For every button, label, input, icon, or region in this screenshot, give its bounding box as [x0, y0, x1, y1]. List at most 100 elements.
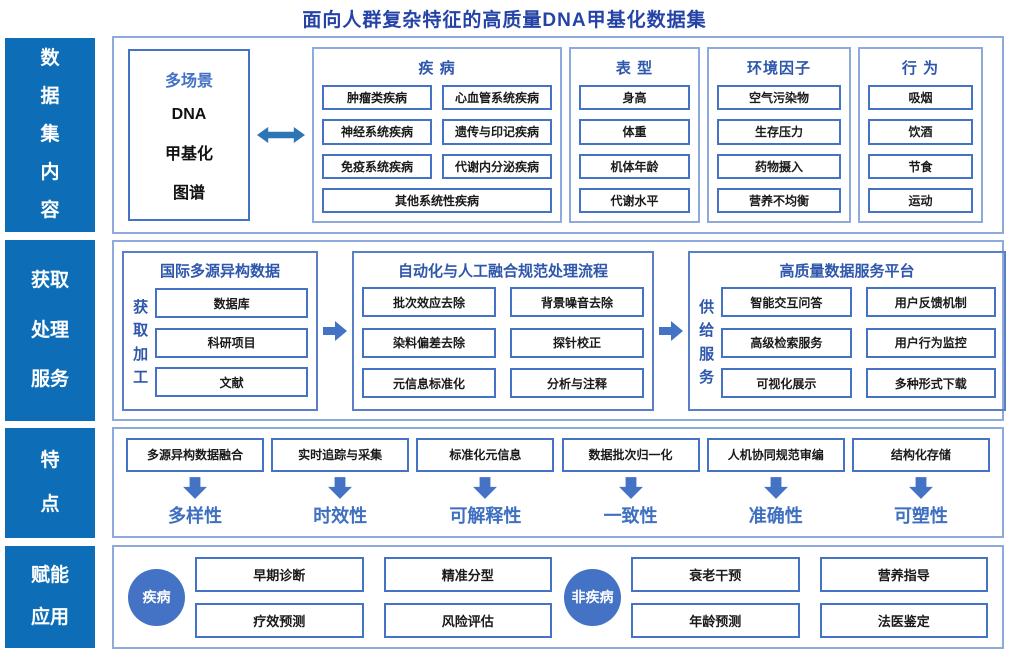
diagram-item: 年龄预测: [631, 602, 800, 638]
down-arrow-icon: [472, 476, 498, 499]
platform-items: 智能交互问答 用户反馈机制 高级检索服务 用户行为监控 可视化展示 多种形式下载: [721, 285, 996, 401]
feature-source: 实时追踪与采集: [271, 437, 410, 472]
diagram-item: 营养指导: [819, 556, 988, 592]
diagram-item: 代谢内分泌疾病: [442, 153, 552, 179]
diagram-item: 免疫系统疾病: [322, 153, 432, 179]
right-arrow-icon: [659, 319, 683, 343]
feature-label: 可塑性: [893, 505, 948, 526]
diagram-item: 其他系统性疾病: [322, 187, 552, 213]
subpanel-service-platform: 高质量数据服务平台 供给服务 智能交互问答 用户反馈机制 高级检索服务 用户行为…: [688, 250, 1006, 411]
diagram-item: 空气污染物: [717, 85, 841, 111]
feature-interpretability: 标准化元信息 可解释性: [416, 437, 555, 528]
source-items: 数据库 科研项目 文献: [155, 285, 308, 401]
diagram-item: 法医鉴定: [819, 602, 988, 638]
feature-plasticity: 结构化存储 可塑性: [851, 437, 990, 528]
diagram-item: 早期诊断: [195, 556, 364, 592]
right-arrow-icon: [323, 319, 347, 343]
down-arrow-icon: [908, 476, 934, 499]
diagram-item: 用户反馈机制: [865, 287, 996, 317]
vertical-label-acquire: 获取加工: [133, 299, 149, 386]
diagram-item: 吸烟: [868, 85, 973, 111]
diagram-item: 智能交互问答: [721, 287, 852, 317]
group-title: 行 为: [901, 60, 940, 77]
feature-source: 数据批次归一化: [561, 437, 700, 472]
diagram-item: 节食: [868, 153, 973, 179]
diagram-item: 高级检索服务: [721, 327, 852, 358]
atlas-line: 多场景: [164, 72, 213, 90]
down-arrow-icon: [618, 476, 644, 499]
feature-label: 一致性: [603, 505, 658, 526]
subpanel-processing: 自动化与人工融合规范处理流程 批次效应去除 背景噪音去除 染料偏差去除 探针校正…: [352, 250, 654, 411]
row-dataset-content: 多场景 DNA 甲基化 图谱 疾 病 肿瘤类疾病 心血管系统疾病 神经系统疾病 …: [112, 36, 1004, 234]
sidebar-item-label: 获取处理服务: [30, 270, 69, 391]
group-behavior: 行 为 吸烟 饮酒 节食 运动: [858, 47, 983, 223]
diagram-item: 疗效预测: [195, 602, 364, 638]
feature-source: 人机协同规范审编: [706, 437, 845, 472]
behavior-items: 吸烟 饮酒 节食 运动: [868, 85, 973, 213]
vertical-label-serve: 供给服务: [699, 299, 715, 386]
diagram-item: 衰老干预: [631, 556, 800, 592]
processing-items: 批次效应去除 背景噪音去除 染料偏差去除 探针校正 元信息标准化 分析与注释: [362, 285, 644, 401]
methylation-atlas-box: 多场景 DNA 甲基化 图谱: [128, 49, 250, 221]
diagram-item: 代谢水平: [579, 187, 690, 213]
group-title: 疾 病: [418, 60, 456, 77]
diagram-item: 文献: [155, 367, 308, 397]
group-title: 表 型: [615, 60, 654, 77]
diagram-item: 肿瘤类疾病: [322, 85, 432, 111]
atlas-line: 甲基化: [164, 145, 213, 163]
diagram-item: 机体年龄: [579, 153, 690, 179]
diagram-item: 探针校正: [510, 327, 644, 358]
down-arrow-icon: [327, 476, 353, 499]
diagram-item: 精准分型: [383, 556, 552, 592]
diagram-item: 科研项目: [155, 327, 308, 358]
feature-source: 标准化元信息: [416, 437, 555, 472]
subpanel-title: 国际多源异构数据: [159, 262, 280, 280]
row-features: 多源异构数据融合 多样性 实时追踪与采集 时效性 标准化元信息 可解释性 数据批…: [112, 427, 1004, 538]
group-title: 环境因子: [746, 60, 811, 77]
sidebar-item-label: 赋能应用: [30, 565, 69, 628]
disease-circle: 疾病: [128, 568, 185, 626]
environment-items: 空气污染物 生存压力 药物摄入 营养不均衡: [717, 85, 841, 213]
sidebar-item-label: 数据集内容: [40, 48, 60, 221]
disease-app-items: 早期诊断 精准分型 疗效预测 风险评估: [195, 556, 552, 638]
diagram-item: 分析与注释: [510, 368, 644, 398]
double-arrow-icon: [257, 122, 305, 148]
group-disease: 疾 病 肿瘤类疾病 心血管系统疾病 神经系统疾病 遗传与印记疾病 免疫系统疾病 …: [312, 47, 562, 223]
page-title: 面向人群复杂特征的高质量DNA甲基化数据集: [302, 10, 707, 31]
subpanel-source-data: 国际多源异构数据 获取加工 数据库 科研项目 文献: [122, 250, 318, 411]
disease-items: 肿瘤类疾病 心血管系统疾病 神经系统疾病 遗传与印记疾病 免疫系统疾病 代谢内分…: [322, 85, 552, 213]
sidebar-item-acquire-process-serve: 获取处理服务: [5, 240, 95, 421]
diagram-item: 心血管系统疾病: [442, 85, 552, 111]
feature-source: 结构化存储: [851, 437, 990, 472]
sidebar-item-label: 特点: [40, 450, 60, 515]
diagram-item: 元信息标准化: [362, 368, 496, 398]
sidebar-item-dataset-content: 数据集内容: [5, 38, 95, 232]
feature-diversity: 多源异构数据融合 多样性: [126, 437, 264, 528]
diagram-item: 用户行为监控: [865, 327, 996, 358]
group-environment: 环境因子 空气污染物 生存压力 药物摄入 营养不均衡: [707, 47, 851, 223]
feature-label: 多样性: [168, 505, 222, 526]
subpanel-title: 高质量数据服务平台: [779, 262, 915, 280]
diagram-item: 风险评估: [383, 602, 552, 638]
diagram-item: 神经系统疾病: [322, 119, 432, 145]
diagram-item: 运动: [868, 187, 973, 213]
feature-timeliness: 实时追踪与采集 时效性: [271, 437, 410, 528]
row-applications: 疾病 早期诊断 精准分型 疗效预测 风险评估 非疾病 衰老干预 营养指导 年龄预…: [112, 545, 1004, 649]
diagram-item: 生存压力: [717, 119, 841, 145]
applications-disease: 疾病 早期诊断 精准分型 疗效预测 风险评估: [128, 556, 552, 638]
diagram-item: 遗传与印记疾病: [442, 119, 552, 145]
diagram-item: 营养不均衡: [717, 187, 841, 213]
feature-label: 时效性: [313, 505, 368, 526]
feature-consistency: 数据批次归一化 一致性: [561, 437, 700, 528]
diagram-item: 身高: [579, 85, 690, 111]
row-acquire-process-serve: 国际多源异构数据 获取加工 数据库 科研项目 文献 自动化与人工融合规范处理流程…: [112, 240, 1006, 421]
feature-source: 多源异构数据融合: [126, 437, 264, 472]
subpanel-title: 自动化与人工融合规范处理流程: [397, 262, 608, 280]
diagram-item: 饮酒: [868, 119, 973, 145]
feature-label: 准确性: [748, 505, 803, 526]
sidebar-item-features: 特点: [5, 428, 95, 538]
diagram-item: 可视化展示: [721, 368, 852, 398]
diagram-item: 批次效应去除: [362, 287, 496, 317]
phenotype-items: 身高 体重 机体年龄 代谢水平: [579, 85, 690, 213]
